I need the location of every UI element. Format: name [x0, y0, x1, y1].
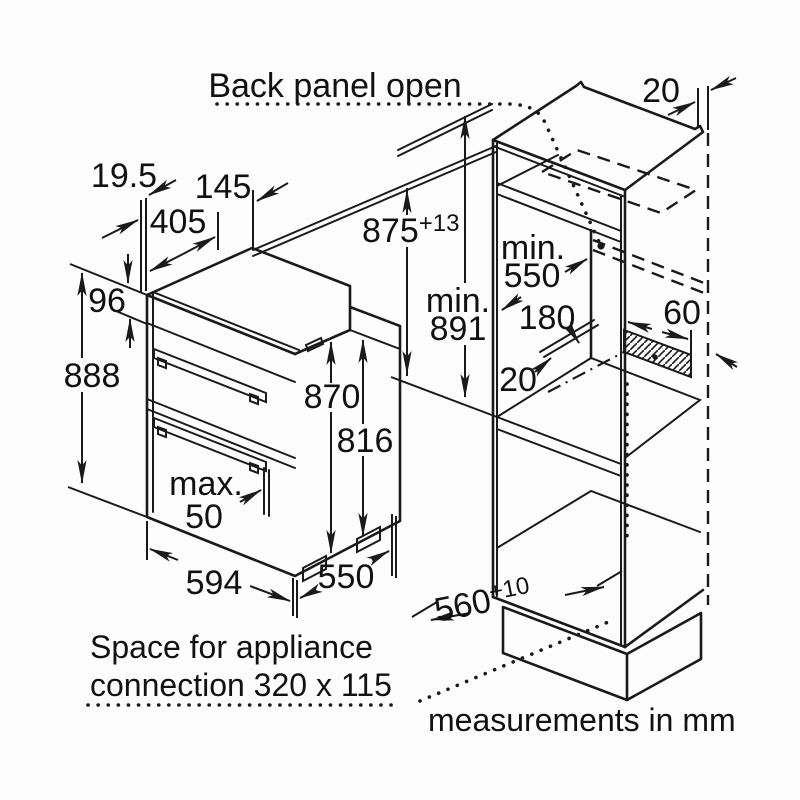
- oven-lower-door-handle: [153, 416, 267, 475]
- ext-594: [146, 521, 298, 618]
- cabinet-top-face: [491, 80, 705, 192]
- dim-niche-height: 875+13: [362, 210, 459, 250]
- dim-depth-min: 550: [504, 257, 561, 295]
- oven-upper-door-handle: [153, 347, 267, 406]
- oven-drawing: [145, 246, 402, 583]
- dim-panel-height: 96: [88, 282, 126, 320]
- dim-niche-width: 560+10: [431, 572, 534, 630]
- title-dotted-leader: [215, 102, 601, 244]
- ext-96: [69, 263, 148, 325]
- cabinet-top-compartment-line: [496, 154, 559, 187]
- dim-vent-width: 60: [663, 294, 701, 332]
- vent-cutout: [623, 328, 692, 379]
- cabinet-front-top-inner: [492, 145, 624, 197]
- cabinet-niche-top-band: [496, 182, 622, 243]
- oven-foot-front: [302, 554, 327, 583]
- oven-side-top-edge: [293, 305, 352, 356]
- ext-wall-gap: [697, 86, 709, 130]
- dim-shelf-gap: 20: [499, 361, 537, 399]
- dim-back-height: 816: [337, 422, 394, 460]
- dim-top-depth-front: 405: [150, 203, 207, 241]
- oven-fascia-top-edge: [145, 293, 297, 356]
- cabinet-open-back-lines: [592, 238, 705, 295]
- dim-min-height-word: min.: [426, 282, 490, 320]
- dim-front-height: 870: [304, 378, 361, 416]
- ext-fascia-offset: [140, 198, 147, 293]
- vent-centerline: [547, 351, 625, 393]
- dim-handle-max-value: 50: [185, 498, 223, 536]
- dim-fascia-offset: 19.5: [91, 157, 157, 195]
- title-back-panel-open: Back panel open: [208, 67, 461, 105]
- cabinet-dimensions: 20 875+13 min. 891 min. 550 180 20 60: [362, 72, 737, 630]
- dim-total-height: 888: [64, 357, 121, 395]
- dim-top-depth-back: 145: [195, 168, 252, 206]
- oven-door-split-band: [146, 398, 296, 469]
- annotations: Back panel open Space for appliance conn…: [86, 67, 736, 738]
- dim-handle-max-word: max.: [169, 465, 243, 503]
- dim-service-depth: 180: [519, 299, 576, 337]
- cabinet-hidden-niche-outline: [539, 148, 699, 215]
- note-space-line2: connection 320 x 115: [90, 667, 392, 703]
- oven-side-slot: [304, 336, 325, 353]
- cabinet-floor-lines: [496, 489, 701, 549]
- upper-reference-line: [397, 103, 493, 157]
- oven-foot-back: [356, 525, 381, 554]
- oven-body-outline: [145, 246, 402, 578]
- oven-control-band: [146, 322, 296, 383]
- ext-888: [67, 486, 148, 518]
- cabinet-side-bottom-edge: [623, 588, 705, 649]
- note-space-line1: Space for appliance: [90, 629, 373, 665]
- ext-shelf-level: [390, 376, 498, 418]
- dim-wall-gap: 20: [642, 72, 680, 110]
- oven-handle-ref-lines: [263, 467, 270, 517]
- dim-oven-width: 594: [186, 564, 243, 602]
- cabinet-drawing: [252, 80, 738, 702]
- dim-oven-depth: 550: [318, 558, 375, 596]
- worktop-line: [252, 145, 497, 257]
- oven-back-step-line: [349, 329, 401, 350]
- ext-niche-width: [411, 570, 623, 618]
- dim-min-height: 891: [430, 310, 487, 348]
- ext-vent: [624, 302, 692, 370]
- cabinet-shelf-surface: [496, 356, 703, 459]
- note-units: measurements in mm: [428, 702, 736, 738]
- dim-depth-min-word: min.: [501, 229, 565, 267]
- cabinet-shelf-front-band: [496, 416, 622, 477]
- oven-dimensions: 19.5 405 145 96 888 870 816 max. 50: [64, 157, 397, 618]
- wall-arrow: [715, 353, 738, 371]
- ext-550: [391, 514, 397, 578]
- cabinet-bottom-front-edge: [491, 595, 627, 649]
- cabinet-plinth-front: [501, 605, 629, 702]
- cabinet-plinth-side: [625, 611, 703, 702]
